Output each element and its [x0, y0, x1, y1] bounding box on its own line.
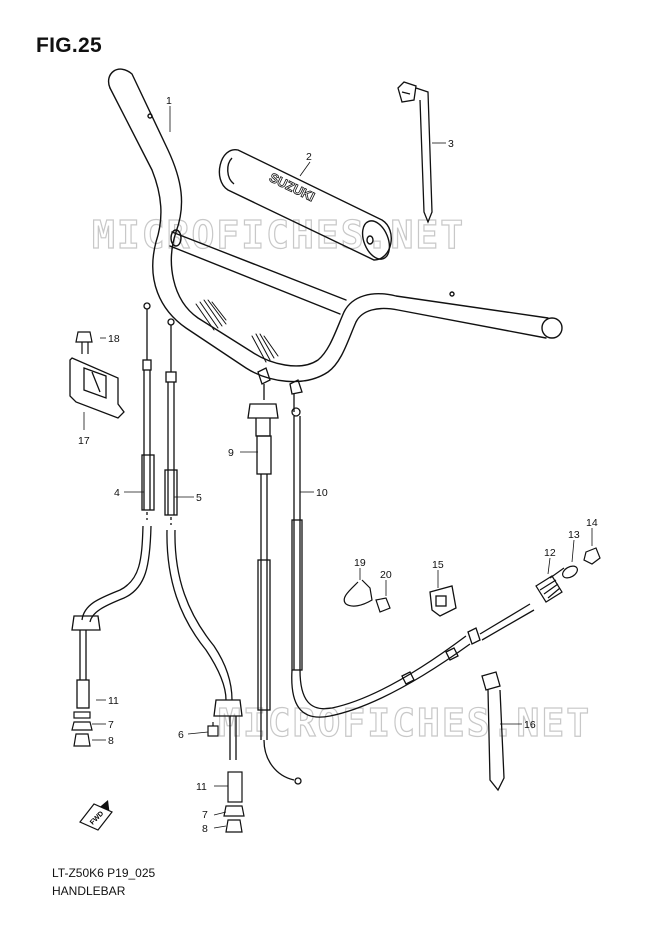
callout-1: 1 — [166, 95, 172, 107]
callout-2: 2 — [306, 151, 312, 163]
handlebar-pad — [218, 149, 392, 261]
wire-clip — [343, 579, 373, 607]
section-name: HANDLEBAR — [52, 884, 126, 898]
figure-title: FIG.25 — [36, 34, 102, 57]
clip-screw — [375, 597, 391, 613]
handlebar — [107, 68, 563, 383]
small-bolt — [207, 722, 219, 737]
callout-7-left: 7 — [108, 719, 114, 731]
cable-fittings-center — [223, 771, 245, 833]
callout-14: 14 — [586, 517, 598, 529]
cable-adjuster — [535, 567, 565, 603]
callout-11-center: 11 — [196, 781, 207, 793]
watermark-lower: MICROFICHES.NET — [218, 701, 591, 745]
callout-6: 6 — [178, 729, 184, 741]
forward-arrow-icon — [79, 800, 113, 831]
callout-10: 10 — [316, 487, 328, 499]
callout-15: 15 — [432, 559, 444, 571]
callout-20: 20 — [380, 569, 392, 581]
callout-16: 16 — [524, 719, 536, 731]
callout-13: 13 — [568, 529, 580, 541]
bracket-bolt — [75, 331, 93, 354]
leader-lines — [83, 106, 593, 829]
cable-tie-clip — [397, 81, 433, 224]
brake-cable — [247, 367, 302, 785]
choke-cable — [164, 318, 243, 760]
pad-brand-logo: SUZUKI — [267, 170, 317, 205]
callout-5: 5 — [196, 492, 202, 504]
callout-4: 4 — [114, 487, 120, 499]
callout-8-left: 8 — [108, 735, 114, 747]
model-code: LT-Z50K6 P19_025 — [52, 866, 156, 880]
mounting-bracket — [69, 357, 125, 419]
watermark-upper: MICROFICHES.NET — [92, 213, 465, 257]
cable-clamp — [429, 585, 457, 617]
callout-7-center: 7 — [202, 809, 208, 821]
rear-brake-cable — [289, 379, 535, 718]
callout-3: 3 — [448, 138, 454, 150]
cable-fittings-left — [71, 711, 93, 747]
adjuster-nut — [562, 565, 578, 579]
callout-11-left: 11 — [108, 695, 119, 707]
cap-nut — [583, 547, 601, 565]
callout-8-center: 8 — [202, 823, 208, 835]
callout-12: 12 — [544, 547, 556, 559]
cable-tie — [481, 671, 505, 792]
callout-19: 19 — [354, 557, 366, 569]
throttle-cable — [71, 302, 155, 709]
callout-18: 18 — [108, 333, 120, 345]
callout-9: 9 — [228, 447, 234, 459]
callout-17: 17 — [78, 435, 90, 447]
